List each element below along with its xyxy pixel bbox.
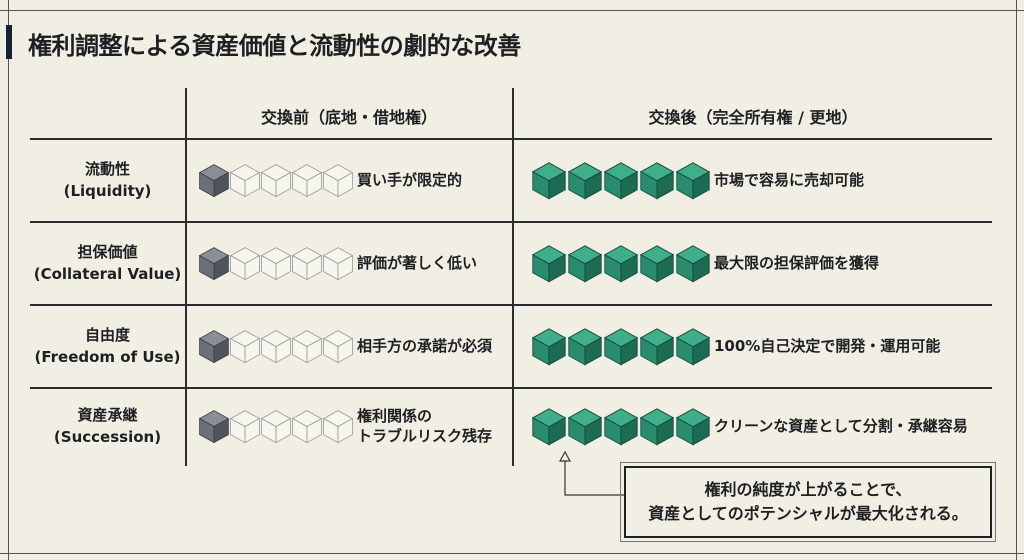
row-label-en: (Freedom of Use) [34,347,181,366]
filled-cube-icon [603,407,639,451]
filled-cube-icon [531,161,567,205]
page-title: 権利調整による資産価値と流動性の劇的な改善 [28,32,521,60]
empty-cube-icon [322,163,354,202]
row-label: 自由度 (Freedom of Use) [30,324,185,368]
filled-cube-icon [531,244,567,288]
before-description: 相手方の承諾が必須 [357,336,493,355]
column-header-after: 交換後（完全所有権 / 更地） [648,108,858,127]
before-rating [198,246,354,285]
after-rating [531,327,711,371]
before-description: 権利関係の トラブルリスク残存 [357,407,493,445]
filled-cube-icon [198,246,230,285]
filled-cube-icon [603,161,639,205]
filled-cube-icon [675,327,711,371]
empty-cube-icon [260,409,292,448]
frame-line [0,553,1024,554]
after-rating [531,407,711,451]
filled-cube-icon [567,161,603,205]
frame-line [8,0,9,560]
before-description: 買い手が限定的 [357,170,463,189]
filled-cube-icon [675,244,711,288]
filled-cube-icon [603,327,639,371]
before-rating [198,409,354,448]
row-label-en: (Liquidity) [63,181,152,200]
filled-cube-icon [567,244,603,288]
before-rating [198,329,354,368]
row-divider [30,304,992,306]
row-divider [30,221,992,223]
filled-cube-icon [567,407,603,451]
before-description: 評価が著しく低い [357,253,478,272]
after-description: 100%自己決定で開発・運用可能 [714,336,941,355]
column-header-before: 交換前（底地・借地権） [260,108,437,127]
empty-cube-icon [260,329,292,368]
row-label-ja: 資産承継 [77,406,138,424]
filled-cube-icon [675,161,711,205]
filled-cube-icon [639,327,675,371]
row-divider [30,138,992,140]
empty-cube-icon [291,246,323,285]
column-divider [512,88,514,466]
filled-cube-icon [531,327,567,371]
filled-cube-icon [639,244,675,288]
empty-cube-icon [322,246,354,285]
callout-box: 権利の純度が上がることで、資産としてのポテンシャルが最大化される。 [620,462,996,542]
callout-arrow [558,450,625,496]
row-label-ja: 担保価値 [77,242,138,261]
title-accent-bar [6,25,12,59]
after-rating [531,244,711,288]
empty-cube-icon [229,329,261,368]
row-label-en: (Succession) [53,428,162,446]
after-description: 最大限の担保評価を獲得 [714,253,880,272]
filled-cube-icon [198,409,230,448]
filled-cube-icon [198,163,230,202]
empty-cube-icon [322,329,354,368]
frame-line [0,10,1024,11]
callout-line-2: 資産としてのポテンシャルが最大化される。 [648,504,968,523]
filled-cube-icon [198,329,230,368]
empty-cube-icon [229,409,261,448]
row-label-ja: 流動性 [84,159,130,178]
row-label-ja: 自由度 [84,325,130,344]
row-label-en: (Collateral Value) [33,264,182,283]
filled-cube-icon [675,407,711,451]
empty-cube-icon [260,163,292,202]
empty-cube-icon [260,246,292,285]
row-label: 資産承継 (Succession) [30,404,185,448]
after-description: 市場で容易に売却可能 [714,170,865,189]
filled-cube-icon [531,407,567,451]
empty-cube-icon [291,409,323,448]
after-rating [531,161,711,205]
row-label: 担保価値 (Collateral Value) [30,241,185,285]
filled-cube-icon [639,161,675,205]
before-rating [198,163,354,202]
filled-cube-icon [567,327,603,371]
filled-cube-icon [639,407,675,451]
frame-line [1016,0,1017,560]
filled-cube-icon [603,244,639,288]
empty-cube-icon [229,163,261,202]
empty-cube-icon [291,163,323,202]
row-divider [30,387,992,389]
callout-line-1: 権利の純度が上がることで、 [704,480,912,499]
empty-cube-icon [322,409,354,448]
after-description: クリーンな資産として分割・承継容易 [714,417,968,435]
row-label: 流動性 (Liquidity) [30,158,185,202]
empty-cube-icon [291,329,323,368]
empty-cube-icon [229,246,261,285]
column-divider [185,88,187,466]
